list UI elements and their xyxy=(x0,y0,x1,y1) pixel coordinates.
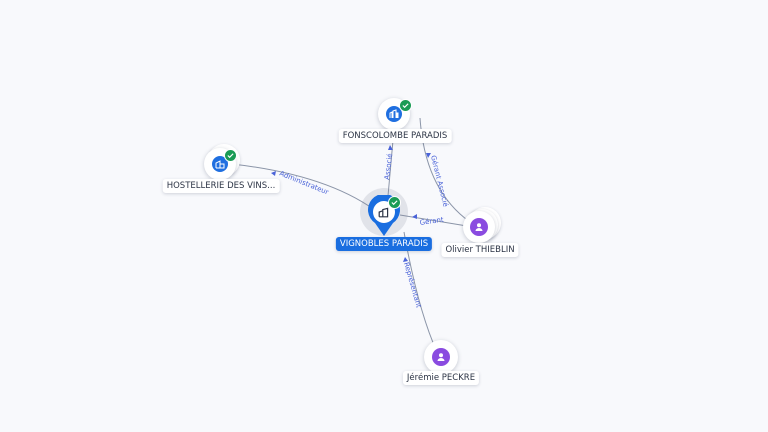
verified-check-icon xyxy=(399,99,412,112)
edge-label-associe: Associé xyxy=(383,153,394,180)
arrow-associe xyxy=(388,145,393,150)
node-label[interactable]: HOSTELLERIE DES VINS... xyxy=(162,179,280,193)
node-label[interactable]: Olivier THIEBLIN xyxy=(441,243,519,257)
edge-hostellerie-vignobles xyxy=(231,163,381,215)
edge-label-gerant: Gérant xyxy=(419,216,444,227)
verified-check-icon xyxy=(388,196,401,209)
node-label[interactable]: FONSCOLOMBE PARADIS xyxy=(338,129,452,143)
edge-olivier-vignobles xyxy=(399,214,468,227)
edge-label-representant: Représentant xyxy=(402,261,423,309)
company-icon xyxy=(212,156,228,172)
edge-label-gerant-associe: Gérant Associé xyxy=(429,155,450,208)
arrow-gerant-associe xyxy=(426,153,431,158)
arrow-admin xyxy=(271,171,276,176)
company-icon xyxy=(376,204,392,220)
company-icon xyxy=(386,106,402,122)
verified-check-icon xyxy=(224,149,237,162)
person-icon xyxy=(470,218,488,236)
node-label[interactable]: VIGNOBLES PARADIS xyxy=(335,237,433,251)
node-label[interactable]: Jérémie PECKRE xyxy=(402,371,480,385)
arrow-gerant xyxy=(412,214,417,219)
arrow-representant xyxy=(403,257,408,262)
person-icon xyxy=(432,348,450,366)
